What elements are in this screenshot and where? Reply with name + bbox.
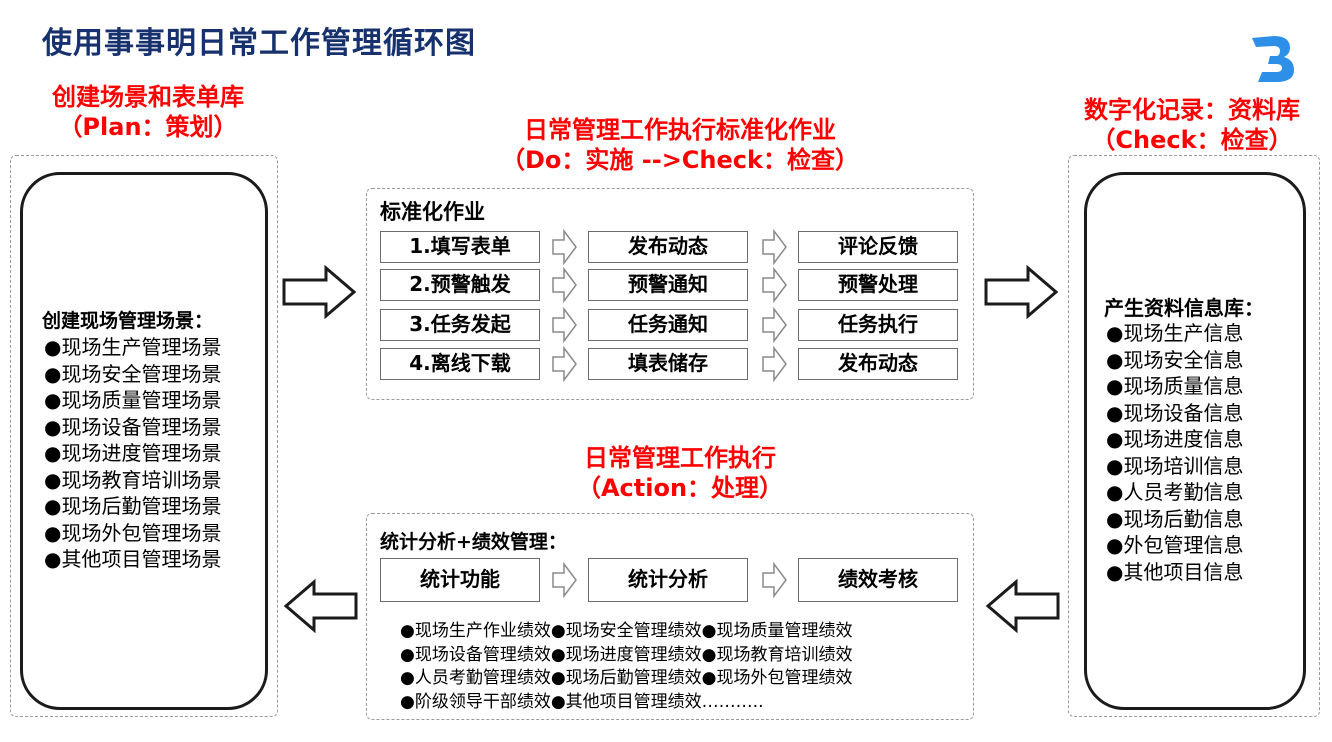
- do-box-title: 标准化作业: [380, 200, 485, 224]
- list-item: ●现场质量信息: [1106, 374, 1244, 398]
- list-item: ●现场生产作业绩效●现场安全管理绩效●现场质量管理绩效: [400, 621, 853, 641]
- step-form-store: 填表储存: [588, 348, 748, 380]
- list-item: ●现场设备管理场景: [44, 414, 222, 439]
- step-alert-handle: 预警处理: [798, 269, 958, 301]
- small-right-arrow-icon: [762, 561, 787, 599]
- small-right-arrow-icon: [762, 266, 787, 304]
- check-container: [1068, 155, 1320, 717]
- list-item: ●现场进度管理场景: [44, 441, 222, 465]
- list-item: ●现场安全信息: [1106, 347, 1244, 372]
- list-item: ●人员考勤管理绩效●现场后勤管理绩效●现场外包管理绩效: [400, 668, 853, 688]
- perf-list: ●现场生产作业绩效●现场安全管理绩效●现场质量管理绩效 ●现场设备管理绩效●现场…: [400, 620, 853, 714]
- plan-container: [10, 155, 278, 717]
- action-heading: 日常管理工作执行: [584, 444, 776, 472]
- step-alert-trigger: 2.预警触发: [380, 269, 540, 301]
- step-task-start: 3.任务发起: [380, 309, 540, 341]
- step-task-notify: 任务通知: [588, 309, 748, 341]
- step-stat-analysis: 统计分析: [588, 558, 748, 602]
- small-right-arrow-icon: [552, 266, 577, 304]
- left-arrow-icon: [283, 578, 358, 634]
- list-item: ●现场安全管理场景: [44, 361, 222, 386]
- step-task-execute: 任务执行: [798, 309, 958, 341]
- action-box-title: 统计分析+绩效管理：: [380, 531, 567, 553]
- list-item: ●现场进度信息: [1106, 427, 1244, 451]
- plan-box-title: 创建现场管理场景：: [42, 310, 214, 332]
- step-publish-dynamic: 发布动态: [588, 231, 748, 263]
- check-subheading: （Check：检查）: [1091, 126, 1293, 154]
- list-item: ●其他项目信息: [1106, 559, 1244, 584]
- step-publish-dynamic-2: 发布动态: [798, 348, 958, 380]
- list-item: ●外包管理信息: [1106, 533, 1244, 557]
- small-right-arrow-icon: [762, 345, 787, 383]
- step-alert-notify: 预警通知: [588, 269, 748, 301]
- do-heading: 日常管理工作执行标准化作业: [524, 116, 836, 144]
- action-container: [366, 513, 974, 720]
- small-right-arrow-icon: [552, 345, 577, 383]
- list-item: ●现场设备信息: [1106, 400, 1244, 425]
- list-item: ●现场后勤信息: [1106, 506, 1244, 531]
- do-subheading: （Do：实施 -->Check：检查）: [501, 146, 859, 174]
- step-offline-download: 4.离线下载: [380, 348, 540, 380]
- step-stat-function: 统计功能: [380, 558, 540, 602]
- right-arrow-icon: [984, 264, 1059, 320]
- page-title: 使用事事明日常工作管理循环图: [42, 26, 476, 61]
- list-item: ●现场生产管理场景: [44, 335, 222, 359]
- list-item: ●其他项目管理场景: [44, 547, 222, 571]
- step-comment-feedback: 评论反馈: [798, 231, 958, 263]
- list-item: ●现场设备管理绩效●现场进度管理绩效●现场教育培训绩效: [400, 644, 853, 665]
- do-container: [366, 188, 974, 400]
- check-panel: [1084, 172, 1306, 710]
- list-item: ●现场教育培训场景: [44, 467, 222, 492]
- list-item: ●现场培训信息: [1106, 453, 1244, 478]
- small-right-arrow-icon: [552, 228, 577, 266]
- action-subheading: （Action：处理）: [576, 474, 784, 502]
- list-item: ●现场后勤管理场景: [44, 494, 222, 518]
- list-item: ●现场外包管理场景: [44, 520, 222, 545]
- plan-panel: [20, 172, 268, 710]
- small-right-arrow-icon: [762, 228, 787, 266]
- small-right-arrow-icon: [552, 561, 577, 599]
- left-arrow-icon: [985, 578, 1060, 634]
- right-arrow-icon: [282, 264, 357, 320]
- step-perf-assessment: 绩效考核: [798, 558, 958, 602]
- check-box-title: 产生资料信息库：: [1104, 296, 1264, 320]
- list-item: ●阶级领导干部绩效●其他项目管理绩效………..: [400, 691, 764, 712]
- b-logo-icon: [1248, 32, 1300, 84]
- list-item: ●现场生产信息: [1106, 321, 1244, 345]
- list-item: ●现场质量管理场景: [44, 388, 222, 412]
- list-item: ●人员考勤信息: [1106, 480, 1244, 504]
- check-heading: 数字化记录：资料库: [1084, 96, 1300, 124]
- plan-list: ●现场生产管理场景 ●现场安全管理场景 ●现场质量管理场景 ●现场设备管理场景 …: [44, 334, 221, 573]
- small-right-arrow-icon: [762, 306, 787, 344]
- plan-heading: 创建场景和表单库: [52, 83, 244, 111]
- plan-subheading: （Plan：策划）: [58, 113, 238, 141]
- small-right-arrow-icon: [552, 306, 577, 344]
- step-fill-form: 1.填写表单: [380, 231, 540, 263]
- check-list: ●现场生产信息 ●现场安全信息 ●现场质量信息 ●现场设备信息 ●现场进度信息 …: [1106, 320, 1243, 585]
